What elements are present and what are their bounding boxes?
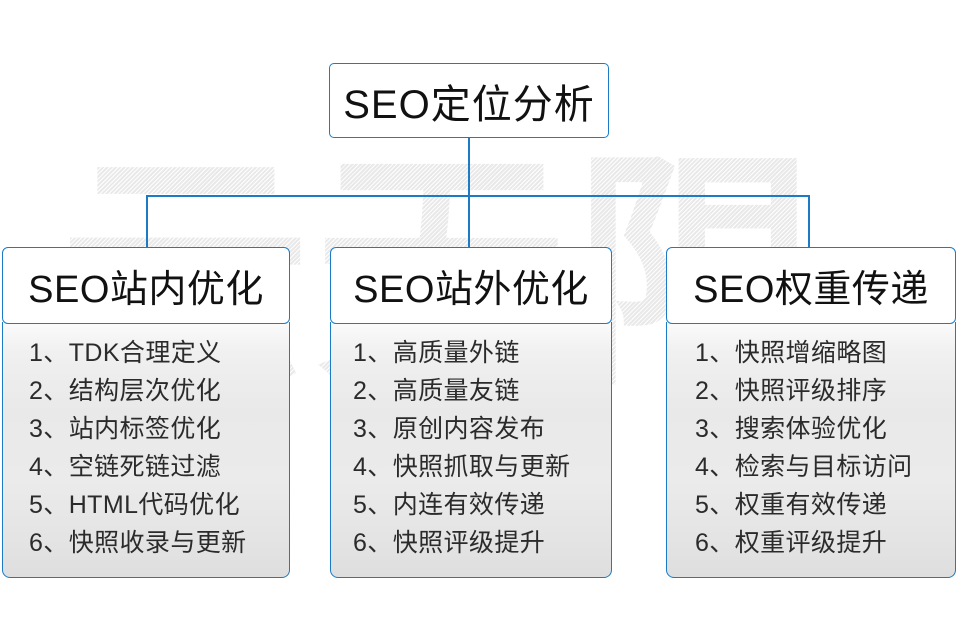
branch-title-2: SEO站外优化 [353, 269, 589, 311]
branch-title-1: SEO站内优化 [28, 269, 264, 311]
branch-body-1: 1、TDK合理定义 2、结构层次优化 3、站内标签优化 4、空链死链过滤 5、H… [2, 322, 290, 579]
list-item[interactable]: 1、TDK合理定义 [29, 334, 289, 372]
item-number: 3、 [695, 415, 735, 444]
branch-body-2: 1、高质量外链 2、高质量友链 3、原创内容发布 4、快照抓取与更新 5、内连有… [330, 322, 612, 579]
list-item[interactable]: 1、高质量外链 [353, 334, 611, 372]
item-number: 1、 [695, 339, 735, 368]
item-label: 快照抓取与更新 [392, 453, 571, 482]
list-item[interactable]: 5、HTML代码优化 [29, 486, 289, 524]
list-item[interactable]: 2、高质量友链 [353, 372, 611, 410]
list-item[interactable]: 1、快照增缩略图 [695, 334, 955, 372]
item-number: 6、 [353, 529, 393, 558]
root-node[interactable]: SEO定位分析 [329, 63, 609, 138]
item-label: TDK合理定义 [68, 339, 222, 368]
item-label: HTML代码优化 [68, 491, 240, 520]
item-number: 2、 [353, 377, 393, 406]
item-number: 6、 [29, 529, 69, 558]
item-number: 4、 [29, 453, 69, 482]
item-label: 空链死链过滤 [68, 453, 222, 482]
list-item[interactable]: 3、原创内容发布 [353, 410, 611, 448]
item-number: 4、 [353, 453, 393, 482]
item-label: 快照评级排序 [734, 377, 888, 406]
list-item[interactable]: 6、权重评级提升 [695, 524, 955, 562]
list-item[interactable]: 5、权重有效传递 [695, 486, 955, 524]
list-item[interactable]: 4、空链死链过滤 [29, 448, 289, 486]
item-number: 2、 [29, 377, 69, 406]
item-number: 1、 [353, 339, 393, 368]
item-label: 权重评级提升 [734, 529, 888, 558]
branch-header-1[interactable]: SEO站内优化 [2, 247, 290, 324]
item-label: 搜索体验优化 [734, 415, 888, 444]
item-label: 高质量友链 [392, 377, 520, 406]
list-item[interactable]: 6、快照评级提升 [353, 524, 611, 562]
item-number: 5、 [353, 491, 393, 520]
item-list-2: 1、高质量外链 2、高质量友链 3、原创内容发布 4、快照抓取与更新 5、内连有… [331, 334, 611, 562]
item-number: 5、 [695, 491, 735, 520]
branch-body-3: 1、快照增缩略图 2、快照评级排序 3、搜索体验优化 4、检索与目标访问 5、权… [666, 322, 956, 579]
branch-column-3: SEO权重传递 1、快照增缩略图 2、快照评级排序 3、搜索体验优化 4、检索与… [666, 247, 956, 579]
item-list-1: 1、TDK合理定义 2、结构层次优化 3、站内标签优化 4、空链死链过滤 5、H… [3, 334, 289, 562]
list-item[interactable]: 3、站内标签优化 [29, 410, 289, 448]
root-node-label: SEO定位分析 [343, 82, 595, 127]
item-label: 快照收录与更新 [68, 529, 247, 558]
item-label: 权重有效传递 [734, 491, 888, 520]
branch-header-3[interactable]: SEO权重传递 [666, 247, 956, 324]
item-label: 内连有效传递 [392, 491, 546, 520]
list-item[interactable]: 2、结构层次优化 [29, 372, 289, 410]
list-item[interactable]: 3、搜索体验优化 [695, 410, 955, 448]
list-item[interactable]: 4、检索与目标访问 [695, 448, 955, 486]
item-label: 原创内容发布 [392, 415, 546, 444]
item-number: 1、 [29, 339, 69, 368]
item-number: 2、 [695, 377, 735, 406]
item-number: 4、 [695, 453, 735, 482]
item-label: 快照评级提升 [392, 529, 546, 558]
item-label: 快照增缩略图 [734, 339, 888, 368]
branch-header-2[interactable]: SEO站外优化 [330, 247, 612, 324]
list-item[interactable]: 6、快照收录与更新 [29, 524, 289, 562]
item-label: 站内标签优化 [68, 415, 222, 444]
item-label: 检索与目标访问 [734, 453, 913, 482]
item-list-3: 1、快照增缩略图 2、快照评级排序 3、搜索体验优化 4、检索与目标访问 5、权… [667, 334, 955, 562]
branch-column-1: SEO站内优化 1、TDK合理定义 2、结构层次优化 3、站内标签优化 4、空链… [2, 247, 290, 579]
item-number: 6、 [695, 529, 735, 558]
item-number: 5、 [29, 491, 69, 520]
list-item[interactable]: 4、快照抓取与更新 [353, 448, 611, 486]
item-number: 3、 [29, 415, 69, 444]
item-label: 高质量外链 [392, 339, 520, 368]
branch-title-3: SEO权重传递 [693, 269, 929, 311]
list-item[interactable]: 5、内连有效传递 [353, 486, 611, 524]
item-number: 3、 [353, 415, 393, 444]
branch-column-2: SEO站外优化 1、高质量外链 2、高质量友链 3、原创内容发布 4、快照抓取与… [330, 247, 612, 579]
list-item[interactable]: 2、快照评级排序 [695, 372, 955, 410]
item-label: 结构层次优化 [68, 377, 222, 406]
